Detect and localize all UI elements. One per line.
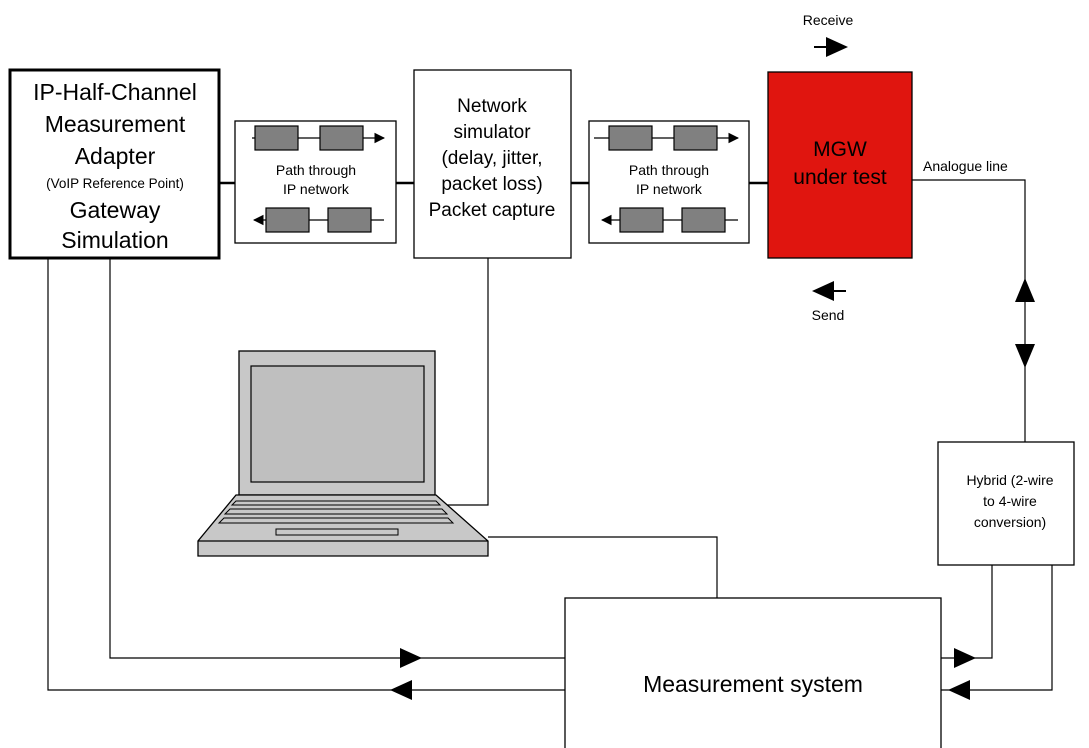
arrow-left-icon <box>390 680 412 700</box>
netsim-line1: Network <box>457 96 527 117</box>
hybrid-line3: conversion) <box>974 514 1046 530</box>
hybrid-line1: Hybrid (2-wire <box>966 472 1053 488</box>
adapter-line4: (VoIP Reference Point) <box>46 176 184 191</box>
netsim-line4: packet loss) <box>441 174 542 195</box>
adapter-box: IP-Half-Channel Measurement Adapter (VoI… <box>8 68 221 260</box>
hybrid-line2: to 4-wire <box>983 493 1037 509</box>
netsim-line2: simulator <box>453 122 531 143</box>
packet-block <box>681 207 726 233</box>
packet-block <box>327 207 372 233</box>
packet-block <box>265 207 310 233</box>
mgw-line2: under test <box>793 166 887 189</box>
packet-block <box>673 125 718 151</box>
path-right-line2: IP network <box>636 181 703 197</box>
packet-block <box>254 125 299 151</box>
packet-block <box>608 125 653 151</box>
adapter-line3: Adapter <box>75 143 156 169</box>
arrow-down-icon <box>1015 344 1035 368</box>
adapter-line2: Measurement <box>45 111 186 137</box>
arrow-right-icon <box>954 648 976 668</box>
path-through-ip-network-right: Path through IP network <box>588 120 750 244</box>
arrow-right-icon <box>400 648 422 668</box>
netsim-line3: (delay, jitter, <box>441 148 542 169</box>
packet-block <box>619 207 664 233</box>
adapter-line5: Gateway <box>70 197 161 223</box>
arrow-left-icon <box>812 281 846 301</box>
arrow-right-icon <box>814 37 848 57</box>
mgw-under-test-box: MGW under test <box>767 71 913 259</box>
hybrid-box: Hybrid (2-wire to 4-wire conversion) <box>937 441 1075 566</box>
direction-indicators: Receive Send <box>803 12 854 323</box>
laptop-icon <box>197 350 489 557</box>
packet-block <box>319 125 364 151</box>
measurement-system-label: Measurement system <box>643 671 863 697</box>
path-through-ip-network-left: Path through IP network <box>234 120 397 244</box>
receive-label: Receive <box>803 12 854 28</box>
analogue-line-label: Analogue line <box>923 158 1008 174</box>
path-left-line2: IP network <box>283 181 350 197</box>
adapter-line6: Simulation <box>61 227 168 253</box>
mgw-line1: MGW <box>813 138 867 161</box>
measurement-system-box: Measurement system <box>564 597 942 748</box>
arrow-left-icon <box>948 680 970 700</box>
flow-arrows <box>390 278 1035 700</box>
network-simulator-box: Network simulator (delay, jitter, packet… <box>413 69 572 259</box>
send-label: Send <box>812 307 845 323</box>
arrow-up-icon <box>1015 278 1035 302</box>
path-left-line1: Path through <box>276 162 356 178</box>
netsim-line5: Packet capture <box>429 200 556 221</box>
path-right-line1: Path through <box>629 162 709 178</box>
adapter-line1: IP-Half-Channel <box>33 79 197 105</box>
